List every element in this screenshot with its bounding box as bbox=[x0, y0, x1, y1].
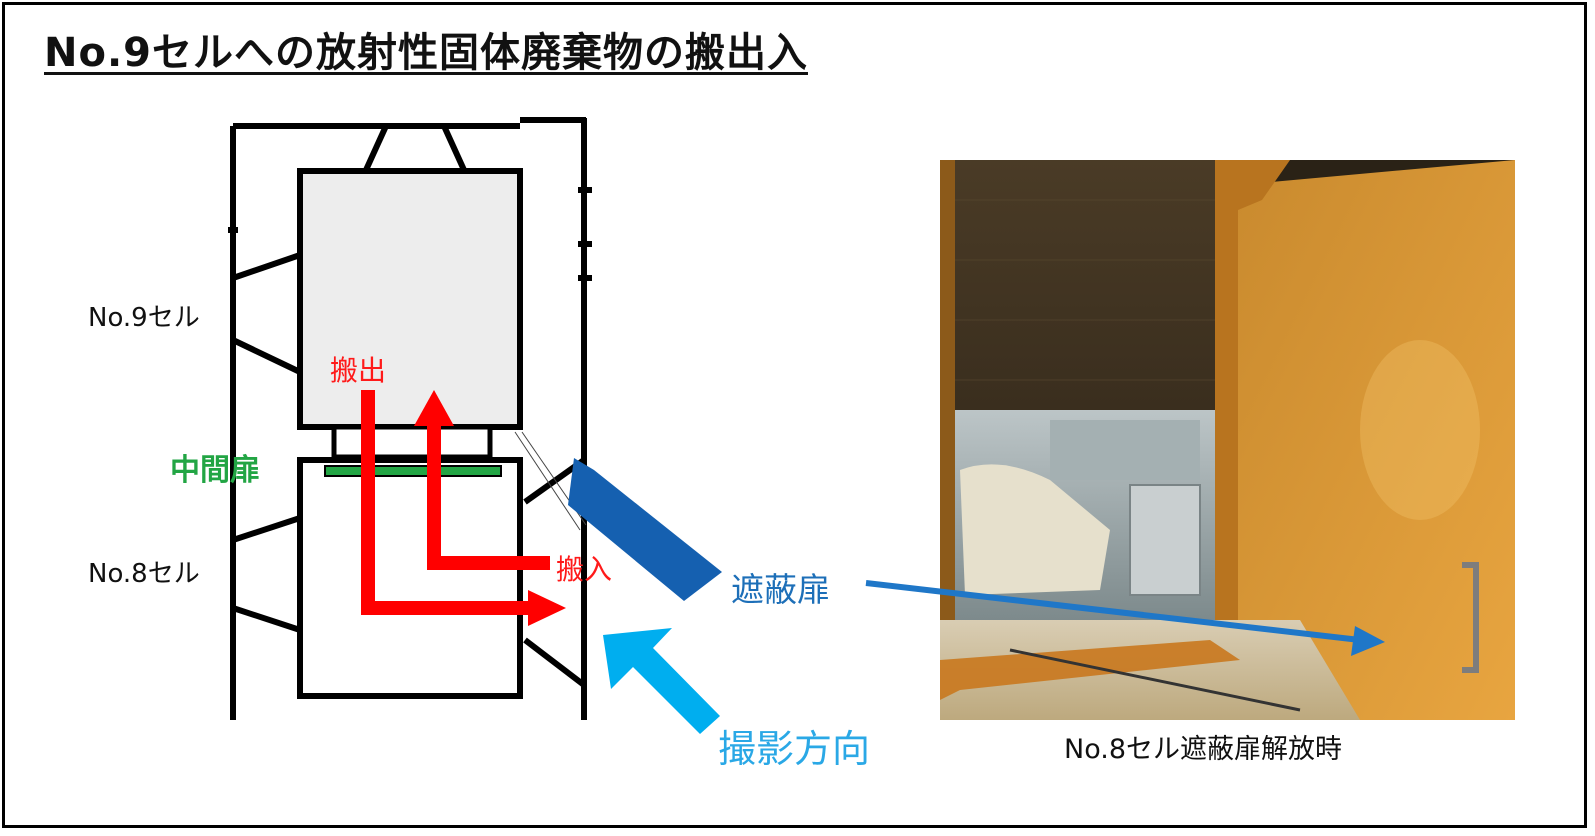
carry-out-arrow bbox=[361, 390, 566, 626]
page-title: No.9セルへの放射性固体廃棄物の搬出入 bbox=[44, 30, 808, 76]
shield-door-shape bbox=[568, 458, 722, 601]
door-photo bbox=[940, 160, 1515, 720]
label-shooting-direction: 撮影方向 bbox=[718, 727, 871, 771]
shooting-direction-arrow bbox=[603, 628, 720, 734]
cell-structure bbox=[228, 117, 592, 720]
label-carry-out: 搬出 bbox=[330, 354, 387, 387]
carry-in-arrow bbox=[414, 390, 550, 570]
label-no8-cell: No.8セル bbox=[88, 559, 200, 589]
connector bbox=[331, 424, 493, 460]
label-shield-door: 遮蔽扉 bbox=[731, 570, 830, 609]
label-intermediate-door: 中間扉 bbox=[170, 453, 260, 488]
cell8-box bbox=[297, 457, 523, 699]
shield-door-pointer-arrow bbox=[865, 580, 1385, 656]
photo-caption: No.8セル遮蔽扉解放時 bbox=[1064, 734, 1343, 765]
label-carry-in: 搬入 bbox=[556, 553, 613, 586]
label-no9-cell: No.9セル bbox=[88, 303, 200, 333]
door-handle-icon bbox=[1462, 562, 1479, 673]
